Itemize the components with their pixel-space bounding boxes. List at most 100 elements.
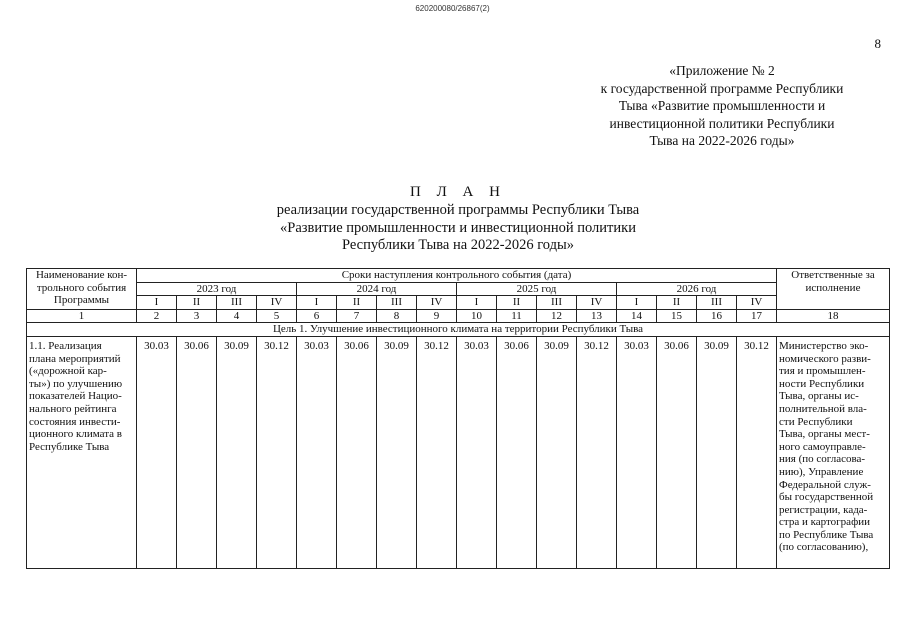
event-name-line: показателей Нацио- <box>29 390 122 403</box>
responsible-line: по Республике Тыва <box>779 528 874 541</box>
responsible-line: стра и картографии <box>779 516 870 529</box>
appendix-line: инвестиционной политики Республики <box>609 115 835 131</box>
plan-title-line: Республики Тыва на 2022-2026 годы» <box>341 237 575 253</box>
responsible-line: сти Республики <box>779 415 853 428</box>
quarter-header: II <box>336 295 377 310</box>
column-number: 15 <box>656 308 697 324</box>
header-deadlines: Сроки наступления контрольного события (… <box>136 268 777 283</box>
responsible-line: ния (по согласова- <box>779 453 866 466</box>
document-id: 620200080/26867(2) <box>415 4 490 13</box>
year-header: 2025 год <box>456 281 617 297</box>
page-number: 8 <box>874 36 882 51</box>
column-number: 9 <box>416 308 457 324</box>
responsible-line: номического разви- <box>779 352 871 365</box>
event-name-line: 1.1. Реализация <box>29 339 102 352</box>
quarter-header: II <box>496 295 537 310</box>
quarter-header: I <box>616 295 657 310</box>
header-name-line: Наименование кон- <box>35 269 128 281</box>
responsible-line: Тыва, органы мест- <box>779 428 870 441</box>
deadline-cell: 30.03 <box>136 335 177 569</box>
responsible-line: нию), Управление <box>779 465 864 478</box>
header-name-line: трольного события <box>36 281 127 294</box>
responsible-line: бы государственной <box>779 491 874 504</box>
goal-row: Цель 1. Улучшение инвестиционного климат… <box>26 322 890 337</box>
column-number: 6 <box>296 308 337 324</box>
plan-title-line: реализации государственной программы Рес… <box>276 202 640 218</box>
plan-title: П Л А Н реализации государственной прогр… <box>258 183 658 255</box>
responsible-line: полнительной вла- <box>779 402 867 415</box>
column-number: 8 <box>376 308 417 324</box>
quarter-header: IV <box>256 295 297 310</box>
column-number: 16 <box>696 308 737 324</box>
header-responsible-line: Ответственные за <box>791 269 875 281</box>
quarter-header: I <box>136 295 177 310</box>
event-name-line: («дорожной кар- <box>29 365 107 378</box>
event-name-cell: 1.1. Реализация плана мероприятий («доро… <box>26 335 137 569</box>
appendix-line: Тыва на 2022-2026 годы» <box>649 133 795 148</box>
appendix-line: Тыва «Развитие промышленности и <box>618 98 826 113</box>
plan-title-line: «Развитие промышленности и инвестиционно… <box>280 219 636 236</box>
header-responsible-line: исполнение <box>805 281 861 294</box>
deadline-cell: 30.03 <box>456 335 497 569</box>
quarter-header: II <box>176 295 217 310</box>
column-number: 17 <box>736 308 777 324</box>
plan-heading: П Л А Н <box>410 184 506 200</box>
column-number: 10 <box>456 308 497 324</box>
header-responsible-cell: Ответственные за исполнение <box>776 268 890 310</box>
column-number: 14 <box>616 308 657 324</box>
column-number: 4 <box>216 308 257 324</box>
deadline-cell: 30.09 <box>216 335 257 569</box>
responsible-line: Федеральной служ- <box>779 478 871 491</box>
column-number: 3 <box>176 308 217 324</box>
appendix-note: «Приложение № 2 к государственной програ… <box>572 62 872 150</box>
event-name-line: плана мероприятий <box>29 352 121 365</box>
year-header: 2023 год <box>136 281 297 297</box>
column-number: 2 <box>136 308 177 324</box>
quarter-header: I <box>296 295 337 310</box>
year-header: 2026 год <box>616 281 777 297</box>
quarter-header: IV <box>576 295 617 310</box>
deadline-cell: 30.06 <box>656 335 697 569</box>
responsible-cell: Министерство эко- номического разви- тия… <box>776 335 890 569</box>
deadline-cell: 30.06 <box>336 335 377 569</box>
event-name-line: состояния инвести- <box>29 415 121 428</box>
event-name-line: ционного климата в <box>29 428 123 441</box>
responsible-line: (по согласованию), <box>779 541 869 554</box>
deadline-cell: 30.03 <box>296 335 337 569</box>
header-name-line: Программы <box>53 294 110 306</box>
plan-table: Наименование кон- трольного события Прог… <box>26 268 890 569</box>
year-header: 2024 год <box>296 281 457 297</box>
appendix-line: к государственной программе Республики <box>600 80 844 96</box>
quarter-header: IV <box>736 295 777 310</box>
deadline-cell: 30.03 <box>616 335 657 569</box>
quarter-header: III <box>216 295 257 310</box>
responsible-line: ности Республики <box>779 377 865 390</box>
responsible-line: Министерство эко- <box>779 339 869 352</box>
header-name-cell: Наименование кон- трольного события Прог… <box>26 268 137 310</box>
event-name-line: Республике Тыва <box>29 440 110 453</box>
column-number: 13 <box>576 308 617 324</box>
deadline-cell: 30.06 <box>176 335 217 569</box>
deadline-cell: 30.06 <box>496 335 537 569</box>
deadline-cell: 30.09 <box>696 335 737 569</box>
deadline-cell: 30.09 <box>536 335 577 569</box>
deadline-cell: 30.12 <box>416 335 457 569</box>
deadline-cell: 30.09 <box>376 335 417 569</box>
responsible-line: ного самоуправле- <box>779 440 866 453</box>
column-number: 7 <box>336 308 377 324</box>
quarter-header: II <box>656 295 697 310</box>
appendix-line: «Приложение № 2 <box>669 63 775 78</box>
quarter-header: I <box>456 295 497 310</box>
event-name-line: ты») по улучшению <box>29 377 123 390</box>
column-number: 1 <box>26 308 137 324</box>
responsible-line: тия и промышлен- <box>779 365 866 378</box>
event-name-line: нального рейтинга <box>29 402 117 415</box>
quarter-header: IV <box>416 295 457 310</box>
quarter-header: III <box>536 295 577 310</box>
responsible-line: Тыва, органы ис- <box>779 390 859 403</box>
deadline-cell: 30.12 <box>256 335 297 569</box>
quarter-header: III <box>696 295 737 310</box>
deadline-cell: 30.12 <box>736 335 777 569</box>
column-number: 18 <box>776 308 890 324</box>
deadline-cell: 30.12 <box>576 335 617 569</box>
